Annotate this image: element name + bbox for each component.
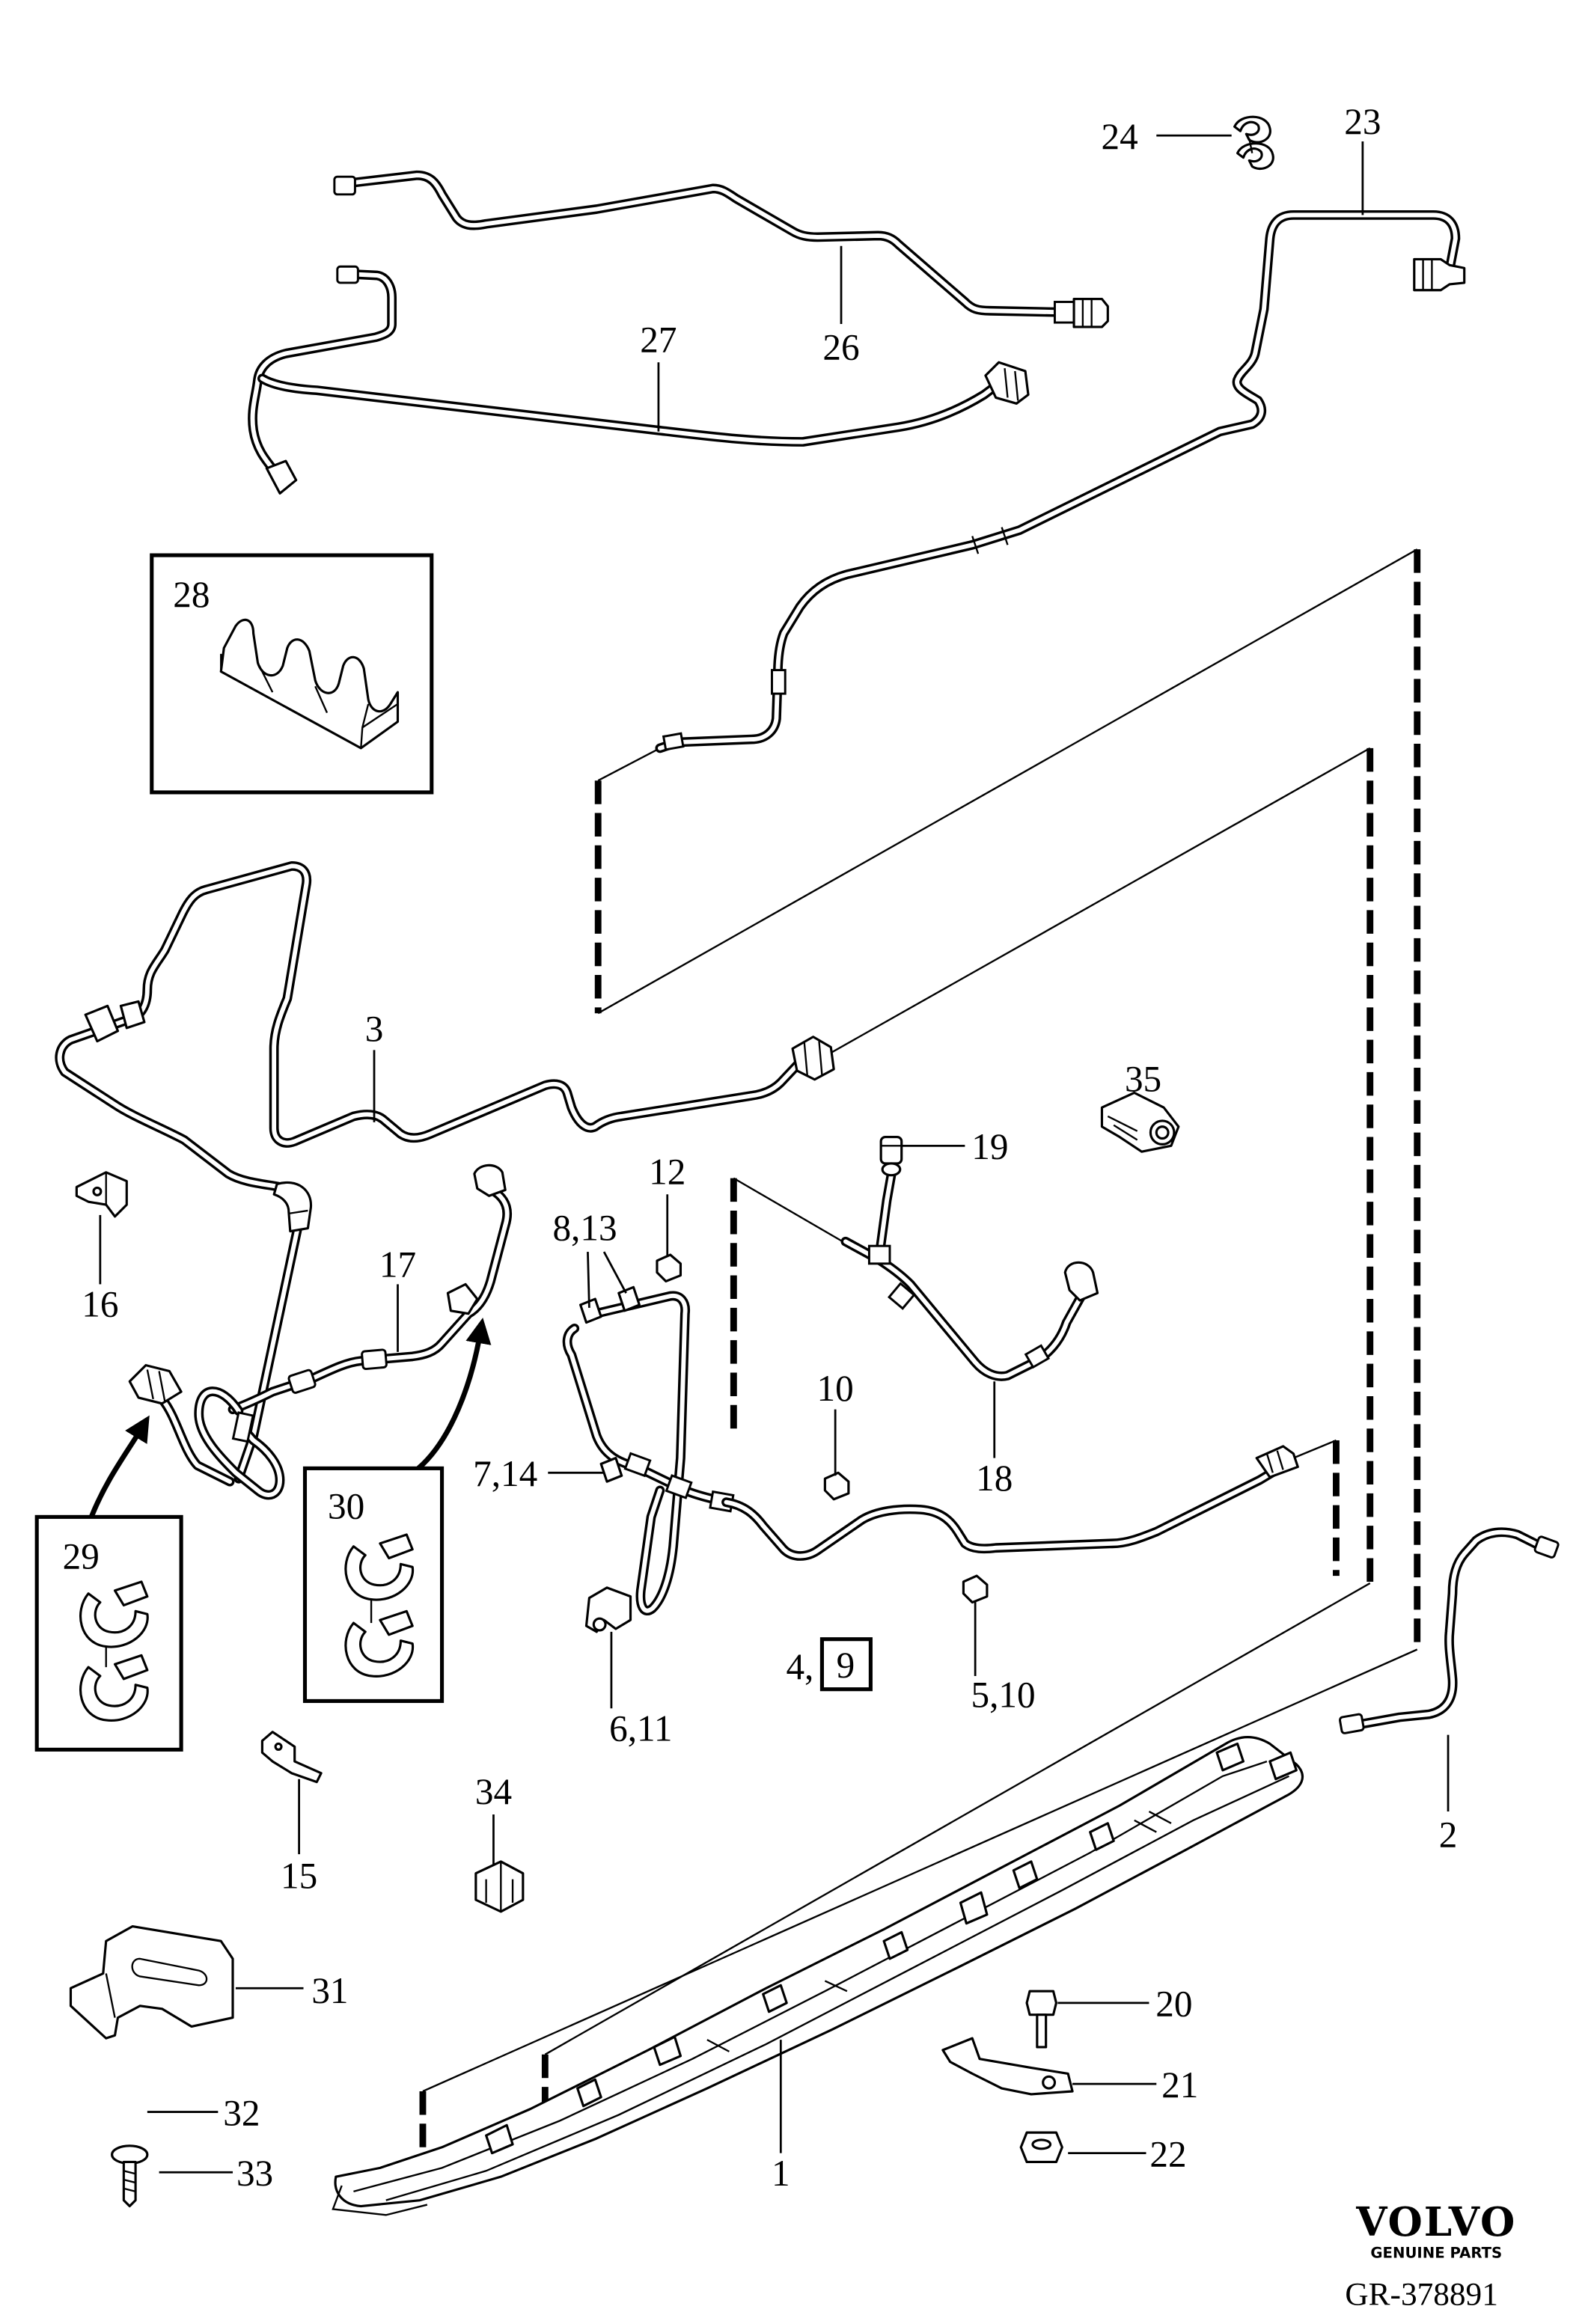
fuel-line-4 [726, 1445, 1299, 1556]
callout-22: 22 [1149, 2133, 1186, 2174]
fuel-line-18 [846, 1175, 1099, 1377]
callout-27: 27 [640, 319, 677, 360]
fuel-line-17 [128, 1163, 507, 1495]
box-28 [150, 553, 434, 795]
sensor-19 [879, 1135, 903, 1177]
callout-20: 20 [1155, 1984, 1192, 2025]
bracket-16 [75, 1171, 128, 1218]
callout-29: 29 [63, 1535, 100, 1577]
callout-6-11: 6,11 [609, 1708, 672, 1749]
fuel-line-26 [333, 175, 1109, 328]
callout-10: 10 [817, 1368, 854, 1409]
clip-24 [1233, 115, 1274, 171]
clip-34 [474, 1860, 525, 1913]
callout-17: 17 [379, 1244, 416, 1285]
callout-21: 21 [1161, 2064, 1198, 2106]
bracket-6-11 [584, 1586, 632, 1633]
callout-4: 4, [786, 1646, 813, 1687]
callout-9-box [819, 1637, 873, 1692]
callout-31: 31 [311, 1970, 348, 2011]
callout-24: 24 [1101, 116, 1137, 157]
callout-35: 35 [1125, 1059, 1161, 1100]
bolt-20 [1025, 1990, 1058, 2049]
brand-tagline: GENUINE PARTS [1370, 2244, 1502, 2261]
screw-32 [111, 2144, 149, 2208]
callout-3: 3 [365, 1009, 384, 1050]
fuel-line-2 [1338, 1532, 1560, 1734]
fuel-line-7-14 [567, 1285, 735, 1610]
nut-22 [1019, 2131, 1063, 2164]
box-30 [302, 1466, 445, 1703]
brand-logo: VOLVO [1355, 2198, 1516, 2245]
box-29 [34, 1514, 183, 1752]
diagram-reference: GR-378891 [1345, 2276, 1497, 2312]
fuel-line-3 [60, 866, 835, 1479]
callout-26: 26 [822, 326, 859, 367]
callout-7-14: 7,14 [473, 1453, 537, 1494]
callout-5-10: 5,10 [971, 1674, 1036, 1715]
pointer-arrows [88, 1317, 492, 1518]
callout-12: 12 [649, 1152, 685, 1193]
underbody-rail-assembly [332, 1736, 1304, 2216]
callout-28: 28 [173, 574, 210, 615]
callout-23: 23 [1344, 101, 1381, 142]
callout-32: 32 [223, 2092, 260, 2133]
callout-19: 19 [971, 1126, 1008, 1167]
callout-34: 34 [475, 1771, 512, 1812]
callout-30: 30 [328, 1485, 364, 1526]
bracket-31 [69, 1924, 234, 2040]
callout-9: 9 [837, 1645, 855, 1686]
callout-16: 16 [82, 1284, 118, 1325]
fuel-line-27 [252, 265, 1030, 495]
callout-8-13: 8,13 [552, 1207, 617, 1248]
connector-35 [1100, 1091, 1180, 1153]
callout-2: 2 [1439, 1814, 1458, 1855]
callout-33: 33 [236, 2153, 273, 2194]
leader-lines [99, 134, 1450, 2174]
bracket-21 [941, 2037, 1074, 2096]
fuel-line-23 [660, 215, 1466, 749]
clip-10 [823, 1471, 850, 1501]
callout-15: 15 [281, 1855, 317, 1896]
bracket-15 [260, 1731, 323, 1784]
callout-18: 18 [976, 1458, 1013, 1499]
callout-labels: 24 23 27 26 28 3 35 19 12 8,13 16 17 10 … [63, 101, 1458, 2194]
clip-5-10 [962, 1574, 989, 1604]
clip-12 [656, 1253, 682, 1283]
callout-1: 1 [772, 2153, 790, 2194]
brand-block: VOLVO GENUINE PARTS GR-378891 [1345, 2198, 1516, 2313]
